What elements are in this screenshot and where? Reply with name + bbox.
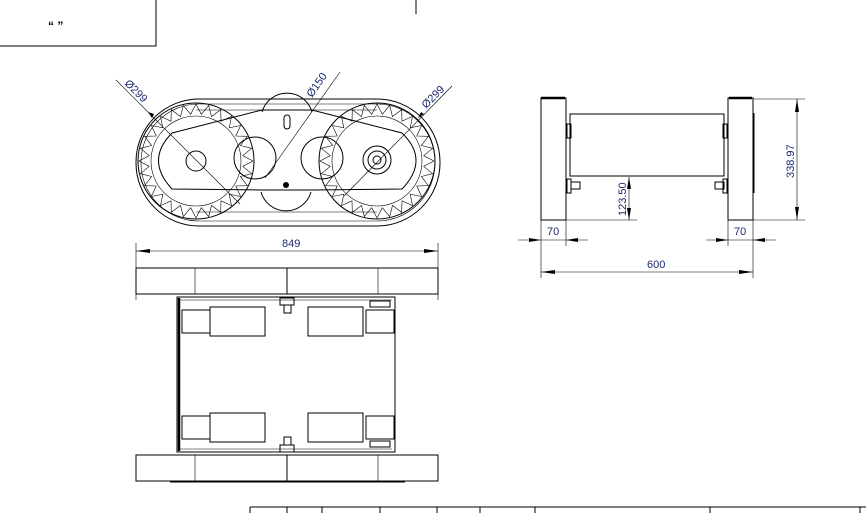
sprocket-teeth [138,103,435,219]
left-track-plate [540,97,567,221]
dim-right-plate-width: 70 [734,226,746,238]
motor-block [307,306,364,337]
right-wheel [318,102,436,220]
track-outline [135,98,441,227]
sprocket-tooth-ring [319,103,435,219]
drive-hub [362,145,392,175]
sprocket-inner-ring [150,115,242,207]
bearing-bracket [181,415,211,440]
motor-block [209,412,266,443]
bearing-bracket [181,309,211,334]
sprocket-inner-ring [331,115,423,207]
tensioner [279,444,295,453]
left-wheel [137,102,255,220]
tensioner [279,297,295,306]
bearing-bracket [365,309,395,334]
dim-left-plate-width: 70 [547,226,559,238]
right-track-plate [727,97,754,221]
track-top-view: Ø299 Ø150 Ø299 [115,71,453,227]
right-roller [300,136,344,180]
dim-height: 338.97 [785,144,797,178]
dim-right-wheel: Ø299 [420,84,448,112]
track-side-view: 338.97 123.50 70 70 600 [518,96,805,278]
dim-left-wheel: Ø299 [122,78,150,106]
dim-track-width: 600 [647,259,665,271]
frame-plate [158,109,417,191]
left-roller [233,136,277,180]
sprocket-tooth-ring [138,103,254,219]
title-table-edge [249,506,866,513]
left-hub [185,150,207,172]
dim-overall-width: 849 [282,238,300,250]
title-block: “ ” [0,0,417,47]
motor-block [307,412,364,443]
dim-ground-clearance: 123.50 [617,182,629,216]
pivot-bolt [283,182,289,188]
drive-drum [569,113,725,177]
tension-slot [283,114,291,130]
upper-idler [261,92,313,113]
dim-middle-wheel: Ø150 [305,71,330,100]
title-quotes: “ ” [48,19,63,33]
motor-block [209,306,266,337]
bearing-bracket [365,415,395,440]
track-front-view: 849 [135,238,439,483]
lower-idler [260,191,312,212]
